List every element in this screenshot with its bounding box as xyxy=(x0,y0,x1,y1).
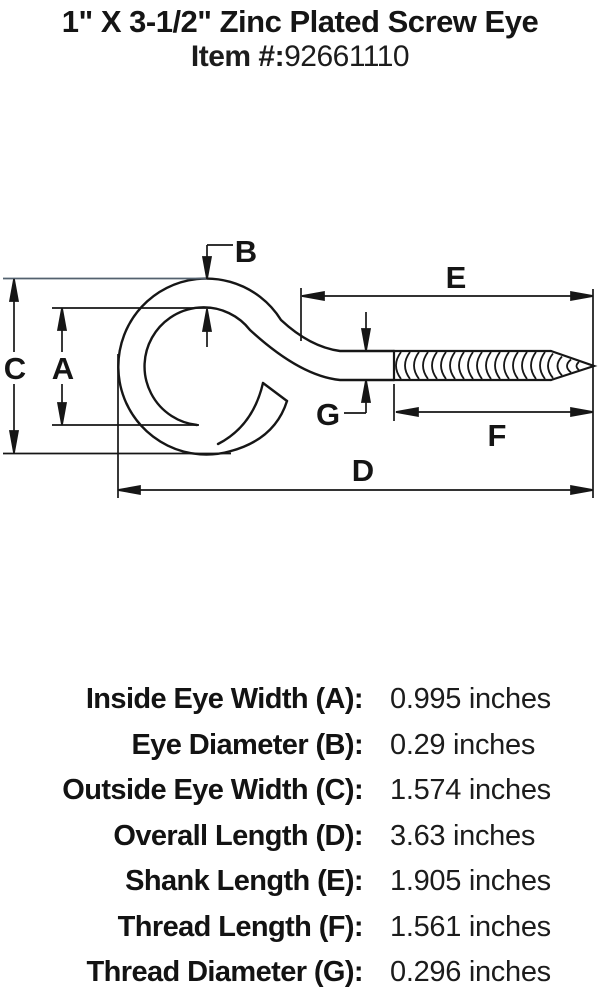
spec-row-thread-length: Thread Length (F): 1.561 inches xyxy=(0,905,600,951)
spec-label: Thread Diameter (G): xyxy=(86,956,364,989)
dim-label-f: F xyxy=(488,418,507,453)
eye-inner-arc xyxy=(143,306,396,427)
eye-outer-arc xyxy=(117,277,396,456)
spec-value: 0.29 inches xyxy=(390,728,536,761)
spec-value: 1.905 inches xyxy=(390,865,551,898)
dim-label-a: A xyxy=(52,351,74,386)
arrow-down-icon xyxy=(201,256,213,280)
dim-label-b: B xyxy=(235,234,257,269)
item-number-value: 92661110 xyxy=(284,40,410,73)
point-cone xyxy=(549,349,598,382)
spec-row-outside-eye-width: Outside Eye Width (C): 1.574 inches xyxy=(0,768,600,814)
shank xyxy=(392,349,598,382)
spec-row-thread-diameter: Thread Diameter (G): 0.296 inches xyxy=(0,950,600,991)
eye-outline xyxy=(117,277,396,456)
arrow-left-icon xyxy=(301,290,325,302)
arrow-up-icon xyxy=(360,379,372,403)
arrow-down-icon xyxy=(360,328,372,352)
dim-label-c: C xyxy=(4,351,26,386)
dim-label-e: E xyxy=(446,260,467,295)
arrow-up-icon xyxy=(56,307,68,331)
arrow-right-icon xyxy=(570,290,594,302)
wire-end-cut-face xyxy=(261,381,289,403)
dim-b: B xyxy=(201,234,257,347)
wire-end-inner-edge xyxy=(216,381,265,446)
dim-label-g: G xyxy=(316,397,340,432)
cone-thread-2 xyxy=(556,355,563,377)
spec-value: 3.63 inches xyxy=(390,819,536,852)
threads xyxy=(395,351,580,380)
spec-label: Outside Eye Width (C): xyxy=(62,774,363,807)
cone-thread-4 xyxy=(575,361,580,371)
dim-e: E xyxy=(300,260,594,341)
dim-g: G xyxy=(316,312,372,432)
spec-label: Shank Length (E): xyxy=(125,865,364,898)
spec-value: 1.574 inches xyxy=(390,774,551,807)
screw-eye-technical-drawing: C A B E xyxy=(3,234,598,498)
wire-end-outer-edge xyxy=(229,399,289,453)
arrow-down-icon xyxy=(8,430,20,454)
item-number-label: Item #: xyxy=(190,40,285,73)
arrow-left-icon xyxy=(395,406,419,418)
cone-thread-3 xyxy=(566,358,572,374)
spec-row-eye-diameter: Eye Diameter (B): 0.29 inches xyxy=(0,723,600,769)
spec-table: Inside Eye Width (A): 0.995 inches Eye D… xyxy=(0,677,600,991)
spec-label: Thread Length (F): xyxy=(117,910,364,943)
arrow-down-icon xyxy=(56,402,68,426)
spec-value: 0.296 inches xyxy=(390,956,551,989)
dim-c: C xyxy=(3,277,231,455)
spec-label: Eye Diameter (B): xyxy=(131,728,363,761)
arrow-right-icon xyxy=(570,484,594,496)
spec-row-shank-length: Shank Length (E): 1.905 inches xyxy=(0,859,600,905)
dim-a: A xyxy=(52,307,211,426)
spec-label: Inside Eye Width (A): xyxy=(85,683,364,716)
spec-row-overall-length: Overall Length (D): 3.63 inches xyxy=(0,814,600,860)
arrow-up-icon xyxy=(201,308,213,332)
spec-row-inside-eye-width: Inside Eye Width (A): 0.995 inches xyxy=(0,677,600,723)
item-number-line: Item #:92661110 xyxy=(0,40,600,74)
arrow-up-icon xyxy=(8,278,20,302)
spec-value: 0.995 inches xyxy=(390,683,551,716)
cone-thread-1 xyxy=(547,352,554,379)
dim-f: F xyxy=(393,384,594,453)
dim-label-d: D xyxy=(352,453,374,488)
spec-value: 1.561 inches xyxy=(390,910,551,943)
arrow-left-icon xyxy=(117,484,141,496)
spec-label: Overall Length (D): xyxy=(113,819,363,852)
dim-d: D xyxy=(117,289,594,498)
product-title: 1" X 3-1/2" Zinc Plated Screw Eye xyxy=(61,4,539,39)
arrow-right-icon xyxy=(570,406,594,418)
